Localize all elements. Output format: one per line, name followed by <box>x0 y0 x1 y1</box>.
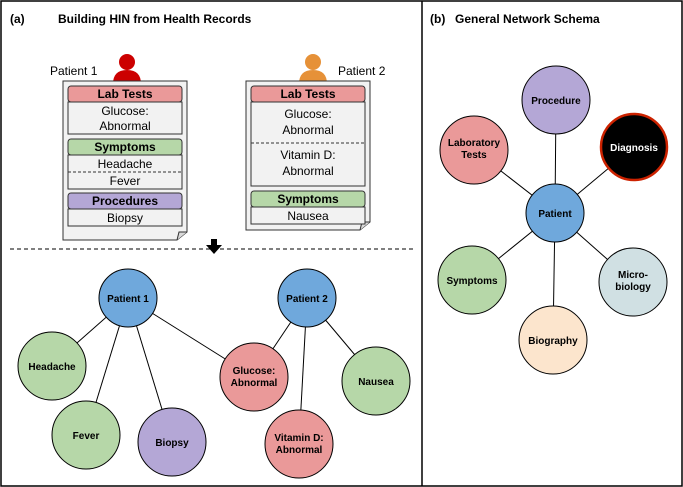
schema-node-diagnosis: Diagnosis <box>599 112 669 182</box>
schema-node-procedure: Procedure <box>521 65 591 135</box>
record1-symptom-fever: Fever <box>110 174 141 188</box>
schema-node-microbiology-label1: Micro- <box>618 270 648 281</box>
panel-b-title: General Network Schema <box>455 12 600 26</box>
schema-node-symptoms: Symptoms <box>437 245 507 315</box>
record2-symptom-nausea: Nausea <box>287 209 329 223</box>
schema-node-patient-label: Patient <box>538 209 572 220</box>
record2-symptoms-header-text: Symptoms <box>277 192 339 206</box>
schema-node-laboratory: Laboratory Tests <box>439 115 509 185</box>
hin-node-fever: Fever <box>51 400 121 470</box>
hin-node-glucose-label2: Abnormal <box>231 378 278 389</box>
hin-node-vitamin-label2: Abnormal <box>276 445 323 456</box>
panel-b-label: (b) <box>430 12 445 26</box>
hin-node-patient2-label: Patient 2 <box>286 294 328 305</box>
schema-node-diagnosis-label: Diagnosis <box>610 143 658 154</box>
hin-node-vitamin-label1: Vitamin D: <box>274 433 323 444</box>
person-icon-orange <box>299 54 327 84</box>
record2-lab-glucose-abnormal: Abnormal <box>282 123 333 137</box>
schema-node-biography: Biography <box>518 305 588 375</box>
hin-node-patient1: Patient 1 <box>98 268 158 328</box>
hin-node-biopsy: Biopsy <box>137 407 207 477</box>
record1-symptom-headache: Headache <box>98 157 153 171</box>
record2-lab-vitamin: Vitamin D: <box>280 148 335 162</box>
patient1-record: Lab Tests Glucose: Abnormal Symptoms Hea… <box>62 80 188 241</box>
patient1-label: Patient 1 <box>50 64 98 78</box>
hin-node-patient2: Patient 2 <box>277 268 337 328</box>
record2-lab-header-text: Lab Tests <box>280 87 335 101</box>
hin-node-nausea-label: Nausea <box>358 377 394 388</box>
record1-procedure-biopsy: Biopsy <box>107 211 143 225</box>
hin-node-biopsy-label: Biopsy <box>155 438 189 449</box>
schema-node-microbiology-label2: biology <box>615 282 651 293</box>
panel-a-label: (a) <box>10 12 25 26</box>
hin-node-glucose-label1: Glucose: <box>233 366 276 377</box>
hin-node-headache: Headache <box>17 331 87 401</box>
schema-node-laboratory-label1: Laboratory <box>448 138 501 149</box>
hin-node-patient1-label: Patient 1 <box>107 294 149 305</box>
record1-lab-glucose: Glucose: <box>101 104 148 118</box>
record1-procedures-header-text: Procedures <box>92 194 158 208</box>
record1-symptoms-header-text: Symptoms <box>94 140 156 154</box>
down-arrow-icon <box>206 239 222 254</box>
schema-node-biography-label: Biography <box>528 336 578 347</box>
patient2-label: Patient 2 <box>338 64 386 78</box>
patient2-record: Lab Tests Glucose: Abnormal Vitamin D: A… <box>245 80 371 231</box>
record1-lab-abnormal: Abnormal <box>99 119 150 133</box>
schema-node-microbiology: Micro- biology <box>598 247 668 317</box>
schema-node-procedure-label: Procedure <box>531 96 581 107</box>
hin-node-fever-label: Fever <box>73 431 100 442</box>
hin-node-vitamin: Vitamin D: Abnormal <box>264 409 334 479</box>
schema-node-laboratory-label2: Tests <box>461 150 487 161</box>
hin-node-headache-label: Headache <box>28 362 76 373</box>
hin-node-glucose: Glucose: Abnormal <box>219 342 289 412</box>
record2-lab-glucose: Glucose: <box>284 107 331 121</box>
panel-a-title: Building HIN from Health Records <box>58 12 252 26</box>
schema-node-patient: Patient <box>525 183 585 243</box>
hin-node-nausea: Nausea <box>341 346 411 416</box>
schema-node-symptoms-label: Symptoms <box>446 276 498 287</box>
record1-lab-header-text: Lab Tests <box>97 87 152 101</box>
record2-lab-vitamin-abnormal: Abnormal <box>282 164 333 178</box>
person-icon-red <box>113 54 141 84</box>
